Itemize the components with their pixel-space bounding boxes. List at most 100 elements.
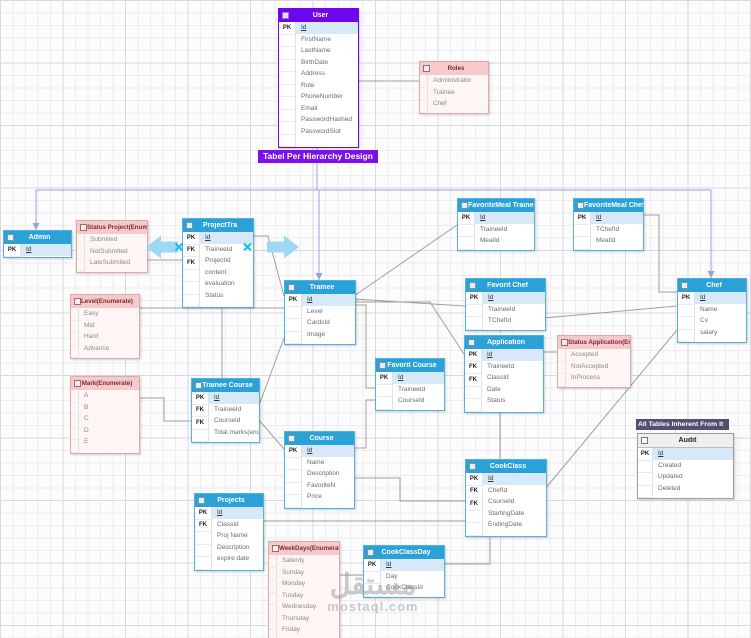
field-row[interactable]: Status — [487, 397, 506, 404]
table-header[interactable]: WeekDays(Enumerate) — [269, 542, 339, 555]
field-row[interactable]: Role — [301, 81, 315, 89]
field-row[interactable]: Monday — [282, 580, 306, 587]
collapse-icon[interactable] — [468, 339, 475, 346]
field-row[interactable]: Mid — [84, 321, 95, 329]
id-field-row[interactable]: Id — [482, 349, 543, 361]
collapse-icon[interactable] — [681, 282, 688, 289]
field-row[interactable]: Chef — [433, 100, 447, 107]
field-row[interactable]: NotSubmited — [90, 247, 128, 255]
table-header[interactable]: Audit — [638, 434, 733, 448]
field-row[interactable]: Email — [301, 104, 318, 112]
collapse-icon[interactable] — [282, 12, 289, 19]
field-row[interactable]: PhoneNumber — [301, 93, 343, 100]
field-row[interactable]: CourseId — [398, 397, 425, 404]
collapse-icon[interactable] — [195, 382, 202, 389]
field-row[interactable]: Administrator — [433, 77, 472, 84]
table-header[interactable]: FavoriteMeal Chef — [574, 199, 643, 212]
id-field-row[interactable]: Id — [302, 445, 354, 457]
field-row[interactable]: ClassId — [217, 520, 239, 528]
field-row[interactable]: B — [84, 403, 89, 411]
id-field-row[interactable]: Id — [381, 559, 444, 571]
field-row[interactable]: Trainee — [433, 88, 455, 96]
label-hierarchy[interactable]: Tabel Per Hierarchy Design — [258, 150, 378, 163]
field-row[interactable]: TChefId — [488, 317, 512, 324]
collapse-icon[interactable] — [288, 435, 295, 442]
table-header[interactable]: Roles — [420, 62, 488, 75]
collapse-icon[interactable] — [379, 362, 386, 369]
collapse-icon[interactable] — [561, 339, 568, 346]
collapse-icon[interactable] — [272, 545, 279, 552]
field-row[interactable]: NotAccepted — [571, 362, 609, 370]
label-inherit[interactable]: All Tables Inherent From It — [636, 419, 729, 430]
collapse-icon[interactable] — [641, 437, 648, 444]
field-row[interactable]: CookClassId — [386, 584, 423, 591]
field-row[interactable]: TraineeId — [488, 305, 516, 313]
field-row[interactable]: Submited — [90, 236, 118, 243]
field-row[interactable]: Day — [386, 572, 398, 580]
field-row[interactable]: Created — [658, 461, 682, 469]
collapse-icon[interactable] — [186, 222, 193, 229]
table-header[interactable]: Course — [285, 432, 354, 445]
table-status-application[interactable]: Status Application(Enumerate)AcceptedNot… — [557, 335, 631, 388]
table-header[interactable]: Trainee — [285, 281, 355, 294]
field-row[interactable]: Thursday — [282, 614, 310, 622]
collapse-icon[interactable] — [469, 282, 476, 289]
field-row[interactable]: TChefId — [596, 225, 620, 233]
field-row[interactable]: PasswordHashed — [301, 116, 352, 123]
field-row[interactable]: Tusday — [282, 591, 304, 599]
field-row[interactable]: LastName — [301, 47, 331, 54]
field-row[interactable]: Easy — [84, 310, 99, 317]
field-row[interactable]: InProcess — [571, 374, 600, 381]
collapse-icon[interactable] — [423, 65, 430, 72]
table-header[interactable]: FavoriteMeal Trainee — [458, 199, 534, 212]
field-row[interactable]: Description — [307, 470, 340, 477]
table-header[interactable]: Chef — [678, 279, 746, 292]
id-field-row[interactable]: Id — [21, 244, 71, 256]
field-row[interactable]: Name — [307, 458, 325, 466]
field-row[interactable]: FirstName — [301, 35, 331, 43]
field-row[interactable]: TraineeId — [398, 385, 426, 393]
field-row[interactable]: Advance — [84, 344, 110, 352]
collapse-icon[interactable] — [80, 224, 87, 231]
table-status-project[interactable]: Status Project(Enumerate)SubmitedNotSubm… — [76, 220, 148, 273]
field-row[interactable]: CourseId — [214, 417, 241, 424]
field-row[interactable]: TraineeId — [487, 362, 515, 370]
table-header[interactable]: Projects — [195, 494, 263, 507]
field-row[interactable]: Saterdy — [282, 557, 305, 564]
field-row[interactable]: Image — [307, 330, 326, 338]
id-field-row[interactable]: Id — [212, 507, 263, 519]
field-row[interactable]: MealId — [596, 237, 616, 244]
collapse-icon[interactable] — [74, 380, 81, 387]
field-row[interactable]: ClassId — [487, 374, 509, 381]
field-row[interactable]: LateSubmited — [90, 259, 131, 266]
collapse-icon[interactable] — [461, 202, 468, 209]
id-field-row[interactable]: Id — [483, 292, 545, 304]
field-row[interactable]: CourseId — [488, 498, 515, 505]
table-header[interactable]: User — [279, 9, 358, 22]
collapse-icon[interactable] — [74, 298, 81, 305]
table-header[interactable]: CookClass — [466, 460, 546, 473]
field-row[interactable]: salary — [700, 328, 718, 336]
field-row[interactable]: E — [84, 438, 89, 445]
id-field-row[interactable]: Id — [302, 294, 355, 306]
field-row[interactable]: FavoriteN — [307, 481, 336, 489]
field-row[interactable]: C — [84, 415, 89, 422]
field-row[interactable]: BirthDate — [301, 58, 329, 66]
table-header[interactable]: Favorit Course — [376, 359, 444, 372]
field-row[interactable]: Updated — [658, 473, 683, 480]
table-header[interactable]: ProjectTra — [183, 219, 253, 232]
collapse-icon[interactable] — [7, 234, 14, 241]
